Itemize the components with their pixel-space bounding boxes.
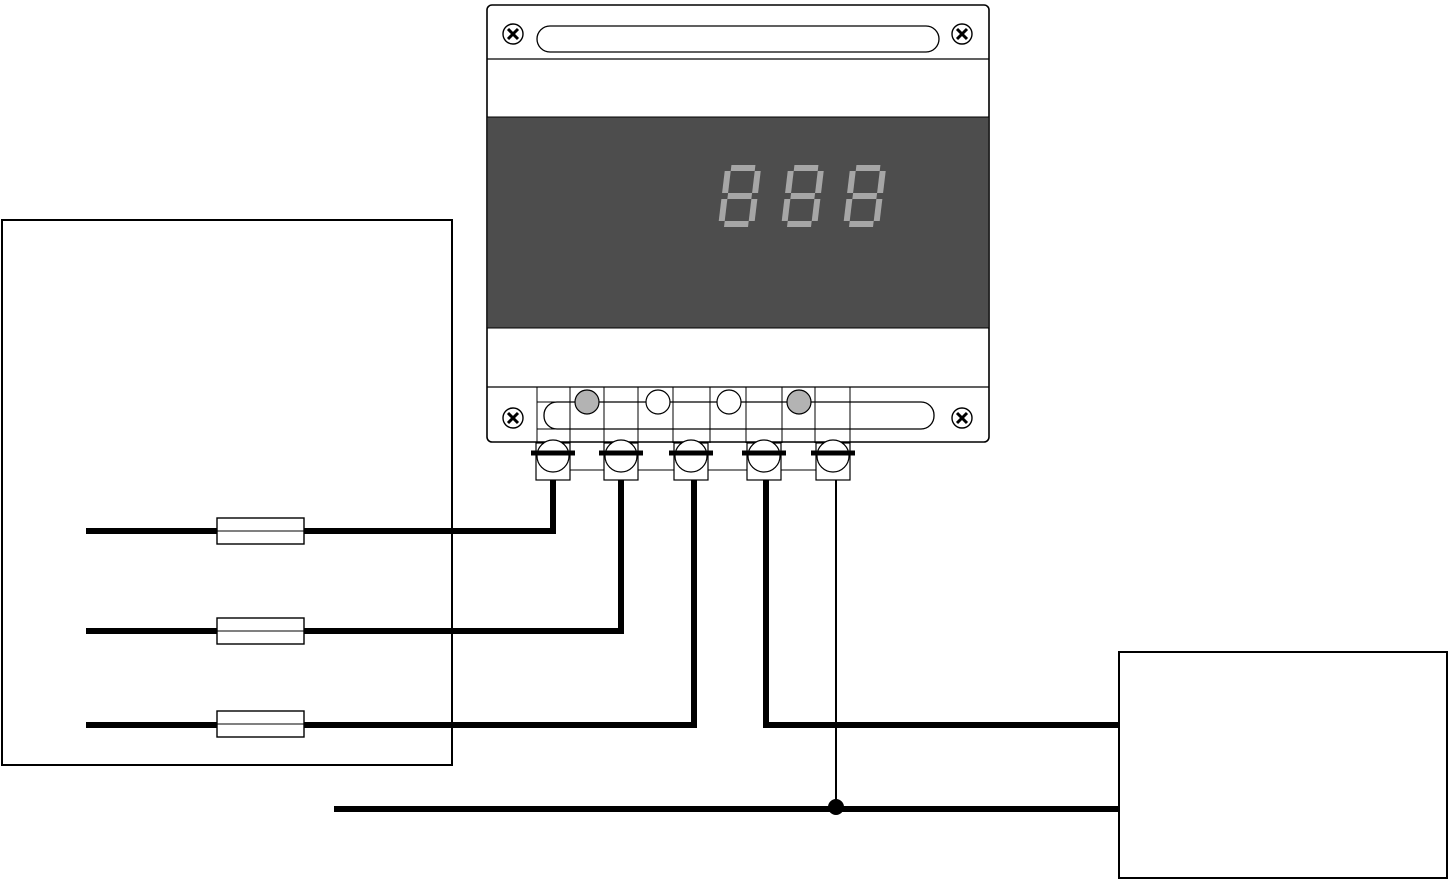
meter-device <box>486 4 990 481</box>
segment-e <box>781 199 791 221</box>
terminal-5[interactable] <box>811 439 855 481</box>
segment-a <box>730 165 756 171</box>
segment-a <box>793 165 819 171</box>
segment-b <box>877 171 886 193</box>
segment-c <box>873 199 883 221</box>
supply-panel-box <box>1 219 453 766</box>
terminal-screw-icon <box>604 439 638 473</box>
terminal-2[interactable] <box>599 439 643 481</box>
display-digit <box>718 165 761 227</box>
segment-b <box>752 171 761 193</box>
load-box <box>1118 651 1448 879</box>
seven-segment-digits <box>718 165 886 227</box>
terminal-screw-icon <box>747 439 781 473</box>
segment-d <box>724 221 749 227</box>
terminal-1[interactable] <box>531 439 575 481</box>
indicator-led-4 <box>786 389 812 415</box>
top-label-slot <box>536 25 940 53</box>
neutral-junction-node <box>828 799 844 815</box>
segment-g <box>790 193 816 199</box>
segment-g <box>852 193 878 199</box>
screw-x-icon <box>502 407 524 429</box>
segment-e <box>718 199 728 221</box>
segment-e <box>843 199 853 221</box>
screw-x-icon <box>951 407 973 429</box>
terminal-screw-icon <box>674 439 708 473</box>
screw-x-icon <box>502 23 524 45</box>
segment-f <box>847 171 856 193</box>
mount-screws <box>502 23 973 429</box>
segment-f <box>785 171 794 193</box>
segment-d <box>787 221 812 227</box>
display-digit <box>781 165 824 227</box>
fuses <box>216 517 305 738</box>
wire-l1 <box>86 480 556 534</box>
terminal-4[interactable] <box>742 439 786 481</box>
indicator-leds <box>574 389 812 415</box>
segment-c <box>748 199 758 221</box>
wire-load-output <box>763 480 1119 728</box>
segment-g <box>727 193 753 199</box>
terminal-screw-icon <box>536 439 570 473</box>
display-digit <box>843 165 886 227</box>
wire-l2 <box>86 480 624 634</box>
terminal-3[interactable] <box>669 439 713 481</box>
segment-f <box>722 171 731 193</box>
segment-a <box>855 165 881 171</box>
indicator-led-2 <box>645 389 671 415</box>
indicator-led-3 <box>716 389 742 415</box>
segment-c <box>811 199 821 221</box>
indicator-led-1 <box>574 389 600 415</box>
segment-d <box>849 221 874 227</box>
terminal-screw-icon <box>816 439 850 473</box>
segment-b <box>815 171 824 193</box>
terminal-screws <box>531 439 855 481</box>
screw-x-icon <box>951 23 973 45</box>
wire-l3 <box>86 480 697 728</box>
